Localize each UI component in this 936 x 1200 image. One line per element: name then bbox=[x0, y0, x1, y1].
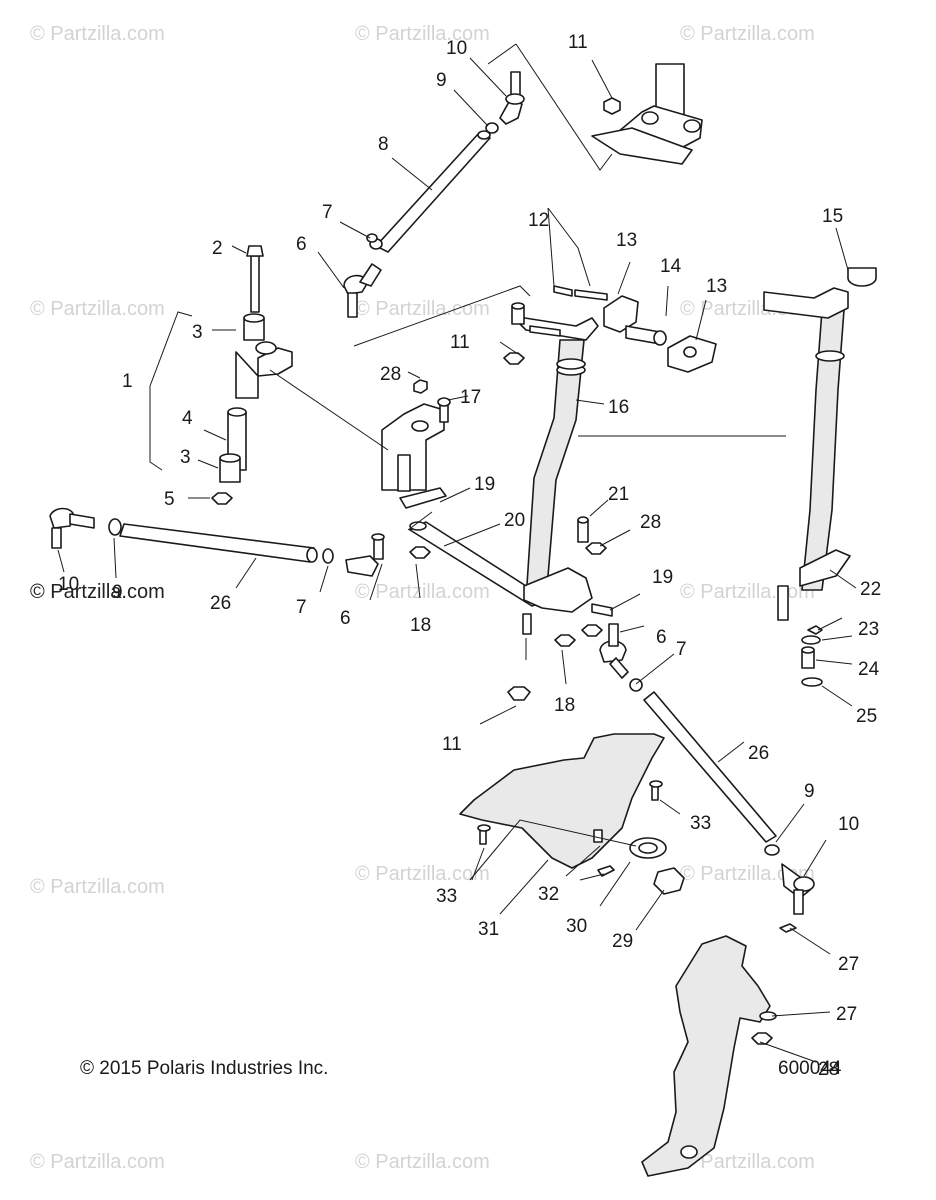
right-tie-rod bbox=[507, 516, 815, 915]
watermark: © Partzilla.com bbox=[680, 863, 815, 885]
callout-18: 18 bbox=[410, 615, 431, 636]
callout-labels: 1 2 3 4 3 5 6 7 8 9 10 11 12 13 14 13 15… bbox=[58, 32, 881, 1080]
watermarks: © Partzilla.com © Partzilla.com © Partzi… bbox=[30, 23, 815, 1173]
right-steering-column bbox=[763, 267, 877, 687]
callout-7c: 7 bbox=[676, 639, 687, 660]
callout-4: 4 bbox=[182, 408, 193, 429]
callout-26b: 26 bbox=[748, 743, 769, 764]
callout-1: 1 bbox=[122, 371, 133, 392]
upper-tie-rod bbox=[343, 71, 525, 318]
watermark: © Partzilla.com bbox=[680, 23, 815, 45]
callout-33b: 33 bbox=[436, 886, 457, 907]
callout-3b: 3 bbox=[180, 447, 191, 468]
callout-9c: 9 bbox=[804, 781, 815, 802]
callout-13b: 13 bbox=[706, 276, 727, 297]
watermark: © Partzilla.com bbox=[30, 1151, 165, 1173]
watermark: © Partzilla.com bbox=[30, 23, 165, 45]
watermark: © Partzilla.com bbox=[30, 581, 165, 603]
callout-6: 6 bbox=[296, 234, 307, 255]
callout-16: 16 bbox=[608, 397, 629, 418]
part-drawings bbox=[49, 63, 877, 1177]
watermark: © Partzilla.com bbox=[30, 298, 165, 320]
callout-19b: 19 bbox=[652, 567, 673, 588]
callout-24: 24 bbox=[858, 659, 880, 680]
upper-steering-bracket bbox=[591, 63, 703, 165]
callout-32: 32 bbox=[538, 884, 559, 905]
steering-shield bbox=[459, 733, 685, 895]
callout-10c: 10 bbox=[838, 814, 859, 835]
callout-9: 9 bbox=[436, 70, 447, 91]
knuckle bbox=[641, 923, 797, 1177]
callout-18b: 18 bbox=[554, 695, 575, 716]
callout-23: 23 bbox=[858, 619, 879, 640]
callout-21: 21 bbox=[608, 484, 629, 505]
watermark: © Partzilla.com bbox=[680, 1151, 815, 1173]
left-tie-rod bbox=[49, 507, 385, 577]
callout-10b: 10 bbox=[58, 574, 79, 595]
copyright-notice: © 2015 Polaris Industries Inc. bbox=[80, 1058, 328, 1079]
callout-15: 15 bbox=[822, 206, 843, 227]
callout-28b: 28 bbox=[640, 512, 661, 533]
leader-lines bbox=[57, 43, 857, 1063]
callout-28: 28 bbox=[380, 364, 401, 385]
callout-31: 31 bbox=[478, 919, 499, 940]
watermark: © Partzilla.com bbox=[30, 876, 165, 898]
watermark: © Partzilla.com bbox=[355, 1151, 490, 1173]
callout-6b: 6 bbox=[340, 608, 351, 629]
callout-2: 2 bbox=[212, 238, 223, 259]
watermark: © Partzilla.com bbox=[355, 863, 490, 885]
callout-11c: 11 bbox=[442, 734, 462, 755]
callout-33: 33 bbox=[690, 813, 711, 834]
callout-14: 14 bbox=[660, 256, 682, 277]
callout-17: 17 bbox=[460, 387, 481, 408]
callout-27: 27 bbox=[838, 954, 859, 975]
callout-25: 25 bbox=[856, 706, 877, 727]
diagram-id: 600044 bbox=[778, 1058, 842, 1079]
callout-7b: 7 bbox=[296, 597, 307, 618]
callout-11b: 11 bbox=[450, 332, 470, 353]
steering-column bbox=[503, 285, 717, 635]
callout-26: 26 bbox=[210, 593, 231, 614]
callout-30: 30 bbox=[566, 916, 587, 937]
callout-6c: 6 bbox=[656, 627, 667, 648]
callout-13: 13 bbox=[616, 230, 637, 251]
watermark: © Partzilla.com bbox=[355, 298, 490, 320]
callout-5: 5 bbox=[164, 489, 175, 510]
callout-10: 10 bbox=[446, 38, 467, 59]
callout-12: 12 bbox=[528, 210, 549, 231]
watermark: © Partzilla.com bbox=[355, 23, 490, 45]
callout-19: 19 bbox=[474, 474, 495, 495]
callout-3: 3 bbox=[192, 322, 203, 343]
callout-20: 20 bbox=[504, 510, 525, 531]
idler-arm-bracket bbox=[381, 379, 451, 509]
callout-9b: 9 bbox=[112, 582, 123, 603]
callout-7: 7 bbox=[322, 202, 333, 223]
callout-29: 29 bbox=[612, 931, 633, 952]
watermark: © Partzilla.com bbox=[355, 581, 490, 603]
callout-11: 11 bbox=[568, 32, 588, 53]
pitman-assembly bbox=[211, 245, 293, 505]
callout-8: 8 bbox=[378, 134, 389, 155]
watermark: © Partzilla.com bbox=[680, 581, 815, 603]
callout-28c: 28 bbox=[818, 1059, 839, 1080]
callout-27b: 27 bbox=[836, 1004, 857, 1025]
callout-22: 22 bbox=[860, 579, 881, 600]
